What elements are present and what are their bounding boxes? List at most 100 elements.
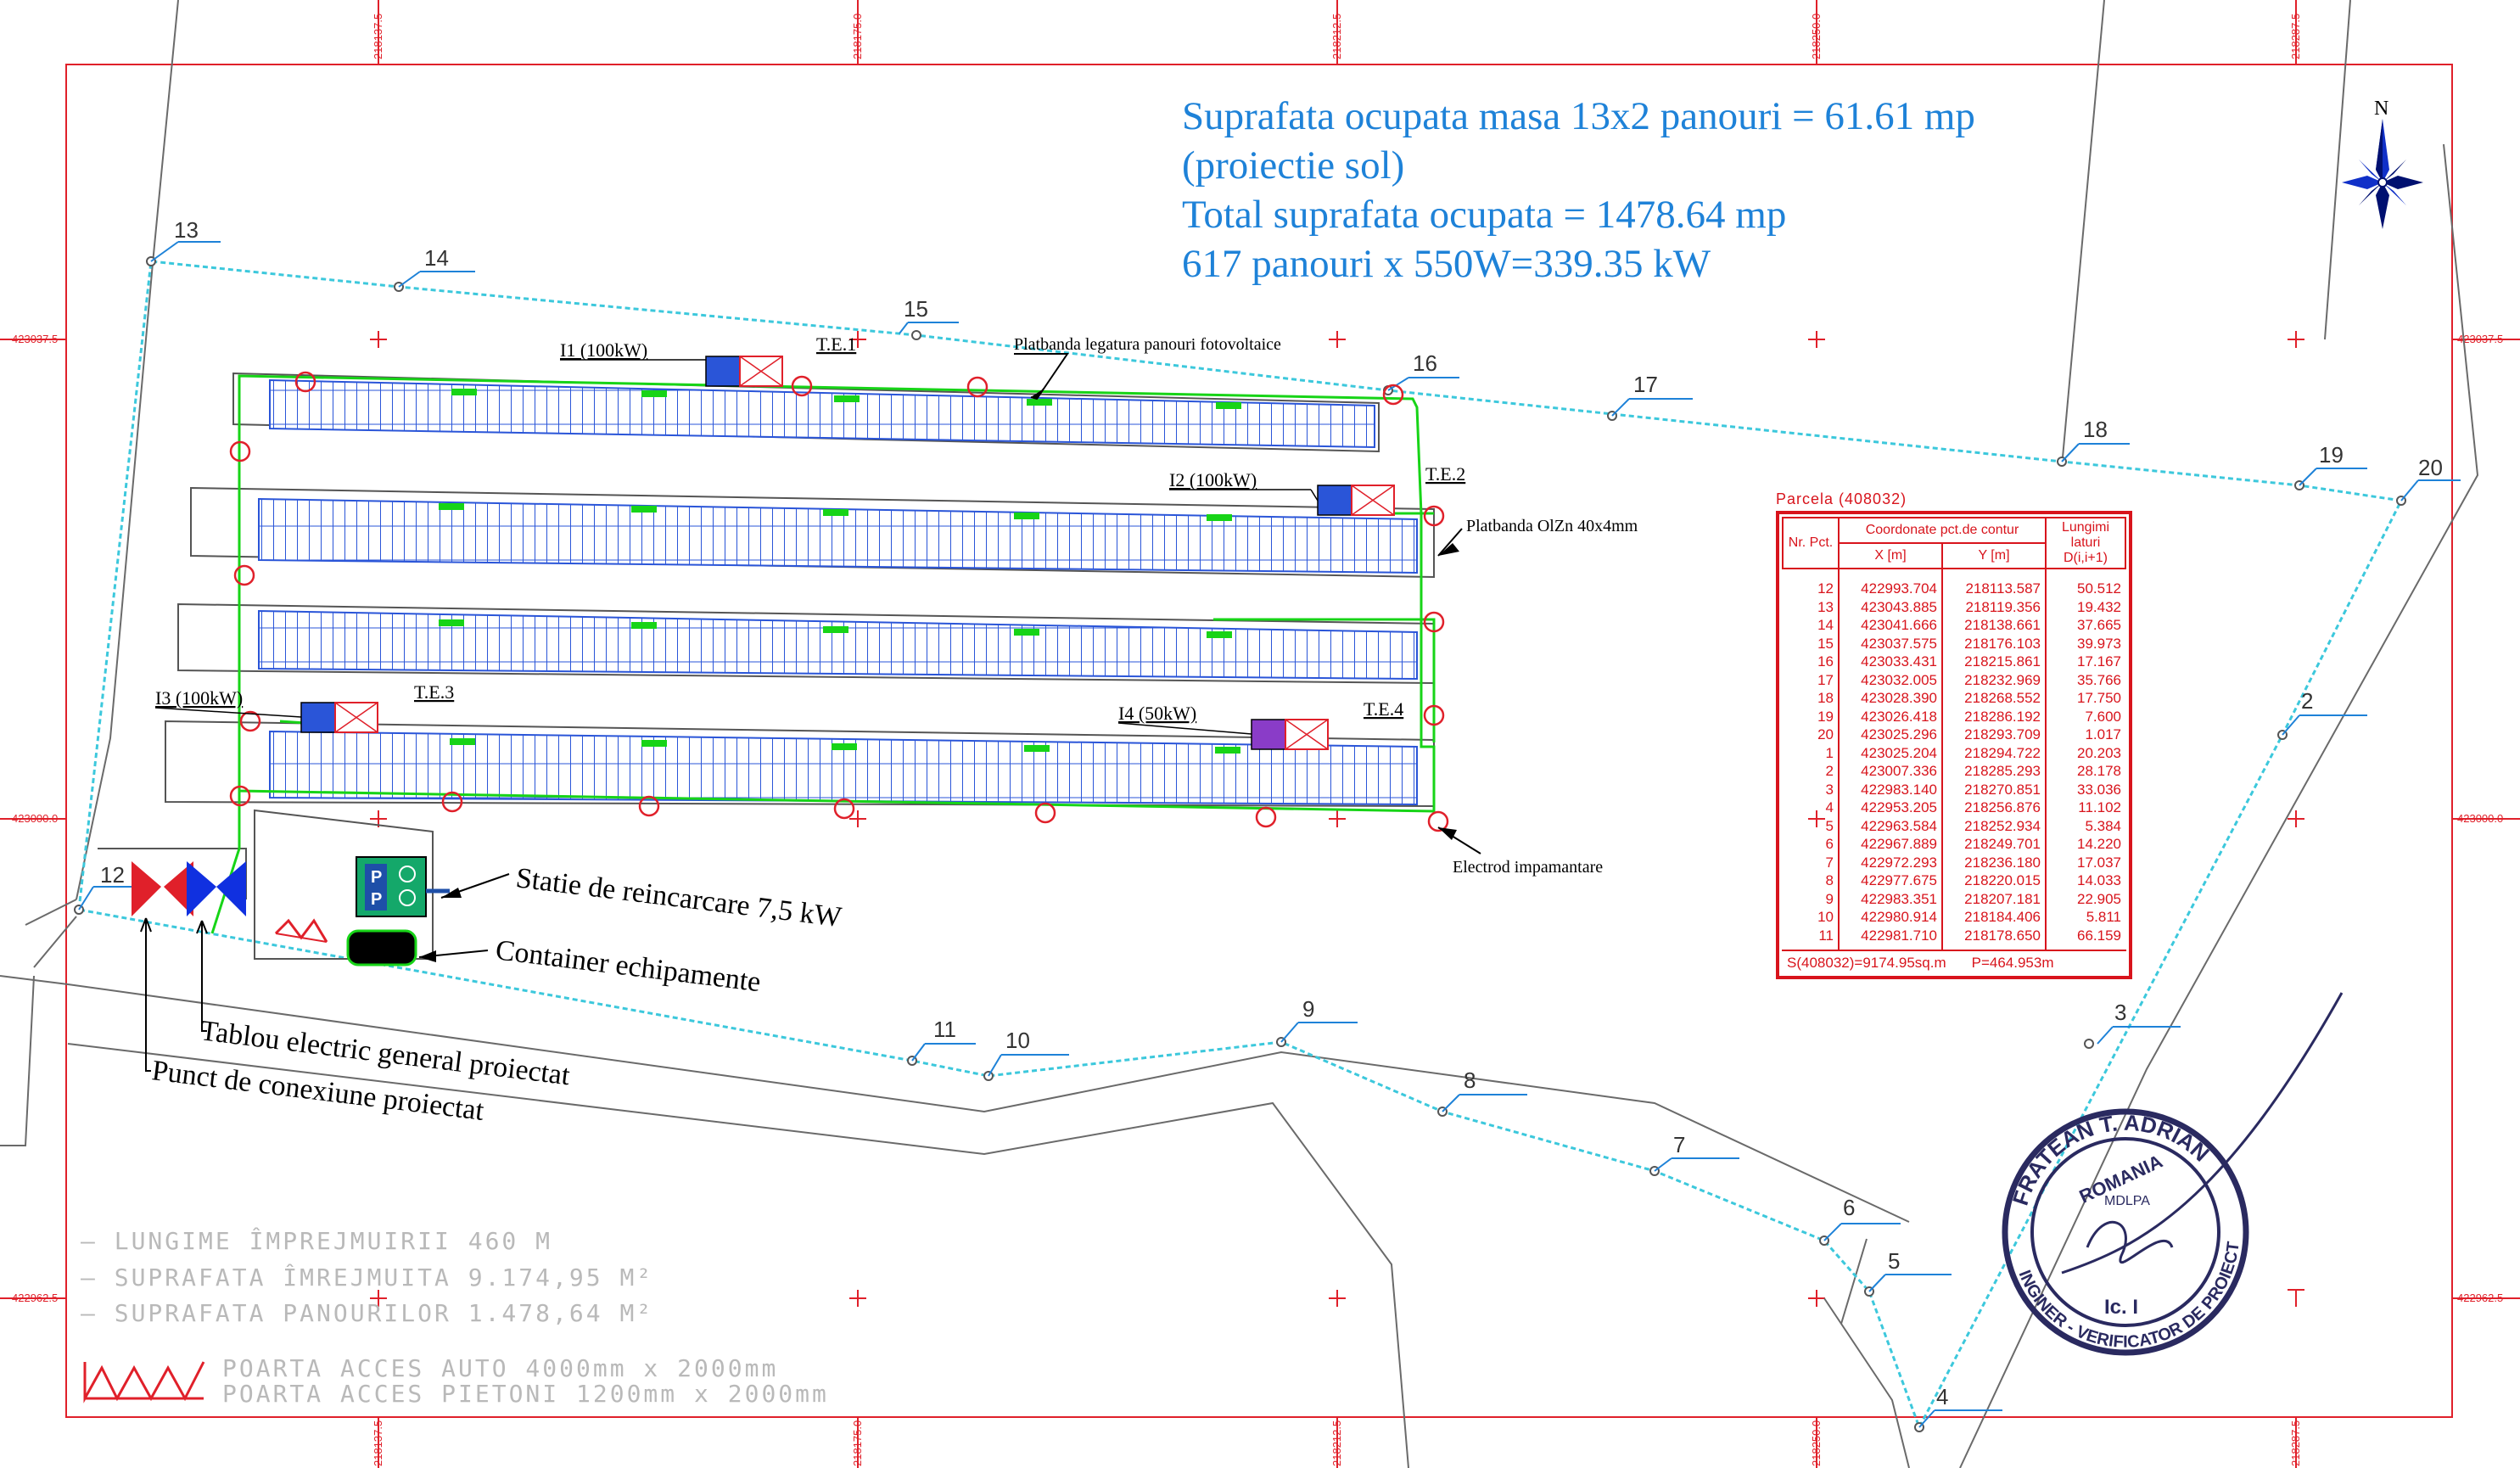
side-length: 7.600 xyxy=(2045,707,2125,726)
point-number: 14 xyxy=(1817,617,1834,633)
x-coord-top: 218175.0 xyxy=(851,14,864,59)
coord-x: 423033.431 xyxy=(1838,653,1942,671)
pv-row-3 xyxy=(258,609,1418,681)
coord-x: 423007.336 xyxy=(1838,762,1942,781)
coord-x: 423026.418 xyxy=(1838,707,1942,726)
x-coord-bottom: 218175.0 xyxy=(851,1420,864,1466)
legend: — LUNGIME ÎMPREJMUIRII 460 M — SUPRAFATA… xyxy=(81,1226,826,1408)
side-length: 39.973 xyxy=(2045,634,2125,653)
summary-line: 617 panouri x 550W=339.35 kW xyxy=(1182,242,1711,286)
electrod-label: Electrod impamantare xyxy=(1453,858,1603,877)
y-coord-right: 422962.5 xyxy=(2457,1292,2503,1304)
x-coord-bottom: 218212.5 xyxy=(1330,1420,1343,1466)
coord-x: 422967.889 xyxy=(1838,835,1942,854)
coord-x: 423025.204 xyxy=(1838,743,1942,762)
inverters xyxy=(300,356,1395,750)
point-number: 5 xyxy=(1825,817,1834,834)
point-number: 19 xyxy=(1817,708,1834,725)
point-number: 17 xyxy=(1817,671,1834,688)
coord-y: 218113.587 xyxy=(1941,569,2046,598)
drawing-frame xyxy=(65,64,2453,1418)
equipment-leaders xyxy=(140,917,208,1072)
point-number: 20 xyxy=(1817,726,1834,742)
side-length: 5.384 xyxy=(2045,816,2125,835)
point-number: 11 xyxy=(1818,927,1834,944)
pv-arrays xyxy=(258,378,1418,806)
parcel-area: S(408032)=9174.95sq.m xyxy=(1787,955,1946,971)
coord-x: 423025.296 xyxy=(1838,726,1942,744)
coord-x: 422953.205 xyxy=(1838,798,1942,817)
side-length: 11.102 xyxy=(2045,798,2125,817)
inverter-label: I3 (100kW) xyxy=(155,687,243,709)
point-label: 9 xyxy=(1302,996,1314,1022)
point-number: 3 xyxy=(1825,781,1834,798)
parcel-table-panel: Parcela (408032) Nr. Pct. Coordonate pct… xyxy=(1776,490,2132,979)
te-label: T.E.3 xyxy=(414,681,454,703)
coord-y: 218176.103 xyxy=(1941,634,2046,653)
coord-x: 423028.390 xyxy=(1838,689,1942,708)
stamp-category: Ic. I xyxy=(2104,1296,2138,1319)
coord-y: 218285.293 xyxy=(1941,762,2046,781)
charging-station-label: Statie de reincarcare 7,5 kW xyxy=(514,862,844,933)
x-coord-top: 218287.5 xyxy=(2289,14,2302,59)
point-label: 16 xyxy=(1413,350,1437,376)
x-coord-top: 218250.0 xyxy=(1810,14,1823,59)
grid-crosshairs xyxy=(370,331,2304,1307)
coord-y: 218232.969 xyxy=(1941,670,2046,689)
y-coord-left: 423037.5 xyxy=(12,333,58,345)
signature-icon xyxy=(2061,992,2344,1275)
point-number: 18 xyxy=(1817,690,1834,706)
point-number: 15 xyxy=(1817,635,1834,652)
svg-text:P: P xyxy=(371,868,382,887)
side-length: 17.167 xyxy=(2045,653,2125,671)
coord-y: 218119.356 xyxy=(1941,597,2046,616)
point-label: 10 xyxy=(1005,1028,1030,1053)
legend-lungime: — LUNGIME ÎMPREJMUIRII 460 M xyxy=(81,1226,552,1255)
coord-y: 218270.851 xyxy=(1941,780,2046,798)
parcel-title: Parcela (408032) xyxy=(1776,490,1907,507)
coord-x: 422977.675 xyxy=(1838,871,1942,890)
parcel-perimeter: P=464.953m xyxy=(1971,955,2054,971)
point-number: 4 xyxy=(1825,799,1834,815)
equipment-container xyxy=(346,929,489,967)
point-labels: 13 14 15 16 17 18 19 20 2 3 4 5 6 7 8 9 … xyxy=(78,217,2461,1428)
coord-y: 218215.861 xyxy=(1941,653,2046,671)
legend-suprafata: — SUPRAFATA ÎMREJMUITA 9.174,95 M² xyxy=(81,1263,653,1292)
inverter-i2 xyxy=(1317,485,1395,516)
point-label: 5 xyxy=(1888,1248,1900,1274)
container-label: Container echipamente xyxy=(494,934,763,998)
coord-y: 218236.180 xyxy=(1941,853,2046,871)
point-label: 3 xyxy=(2114,1000,2126,1025)
annotations: Platbanda legatura panouri fotovoltaice … xyxy=(1014,335,1638,877)
point-number: 16 xyxy=(1817,653,1834,670)
inverter-i3 xyxy=(300,702,378,733)
inverter-label: I2 (100kW) xyxy=(1169,469,1257,490)
side-length: 50.512 xyxy=(2045,569,2125,598)
y-coord-left: 423000.0 xyxy=(12,812,58,825)
coord-y: 218249.701 xyxy=(1941,835,2046,854)
coord-x: 422983.140 xyxy=(1838,780,1942,798)
point-number: 10 xyxy=(1817,909,1834,925)
pv-row-4 xyxy=(269,730,1418,806)
panel-links xyxy=(439,389,1241,754)
coord-x: 422972.293 xyxy=(1838,853,1942,871)
side-length: 37.665 xyxy=(2045,616,2125,635)
svg-text:P: P xyxy=(371,890,382,909)
stamp-ministry: MDLPA xyxy=(2104,1194,2150,1208)
point-label: 6 xyxy=(1843,1195,1855,1220)
legend-poarta-auto: POARTA ACCES AUTO 4000mm x 2000mm xyxy=(222,1354,778,1382)
point-label: 20 xyxy=(2418,455,2443,480)
coord-x: 423032.005 xyxy=(1838,670,1942,689)
parcel-footer: S(408032)=9174.95sq.m P=464.953m xyxy=(1782,950,2126,973)
coord-y: 218207.181 xyxy=(1941,889,2046,908)
point-label: 18 xyxy=(2083,417,2108,442)
